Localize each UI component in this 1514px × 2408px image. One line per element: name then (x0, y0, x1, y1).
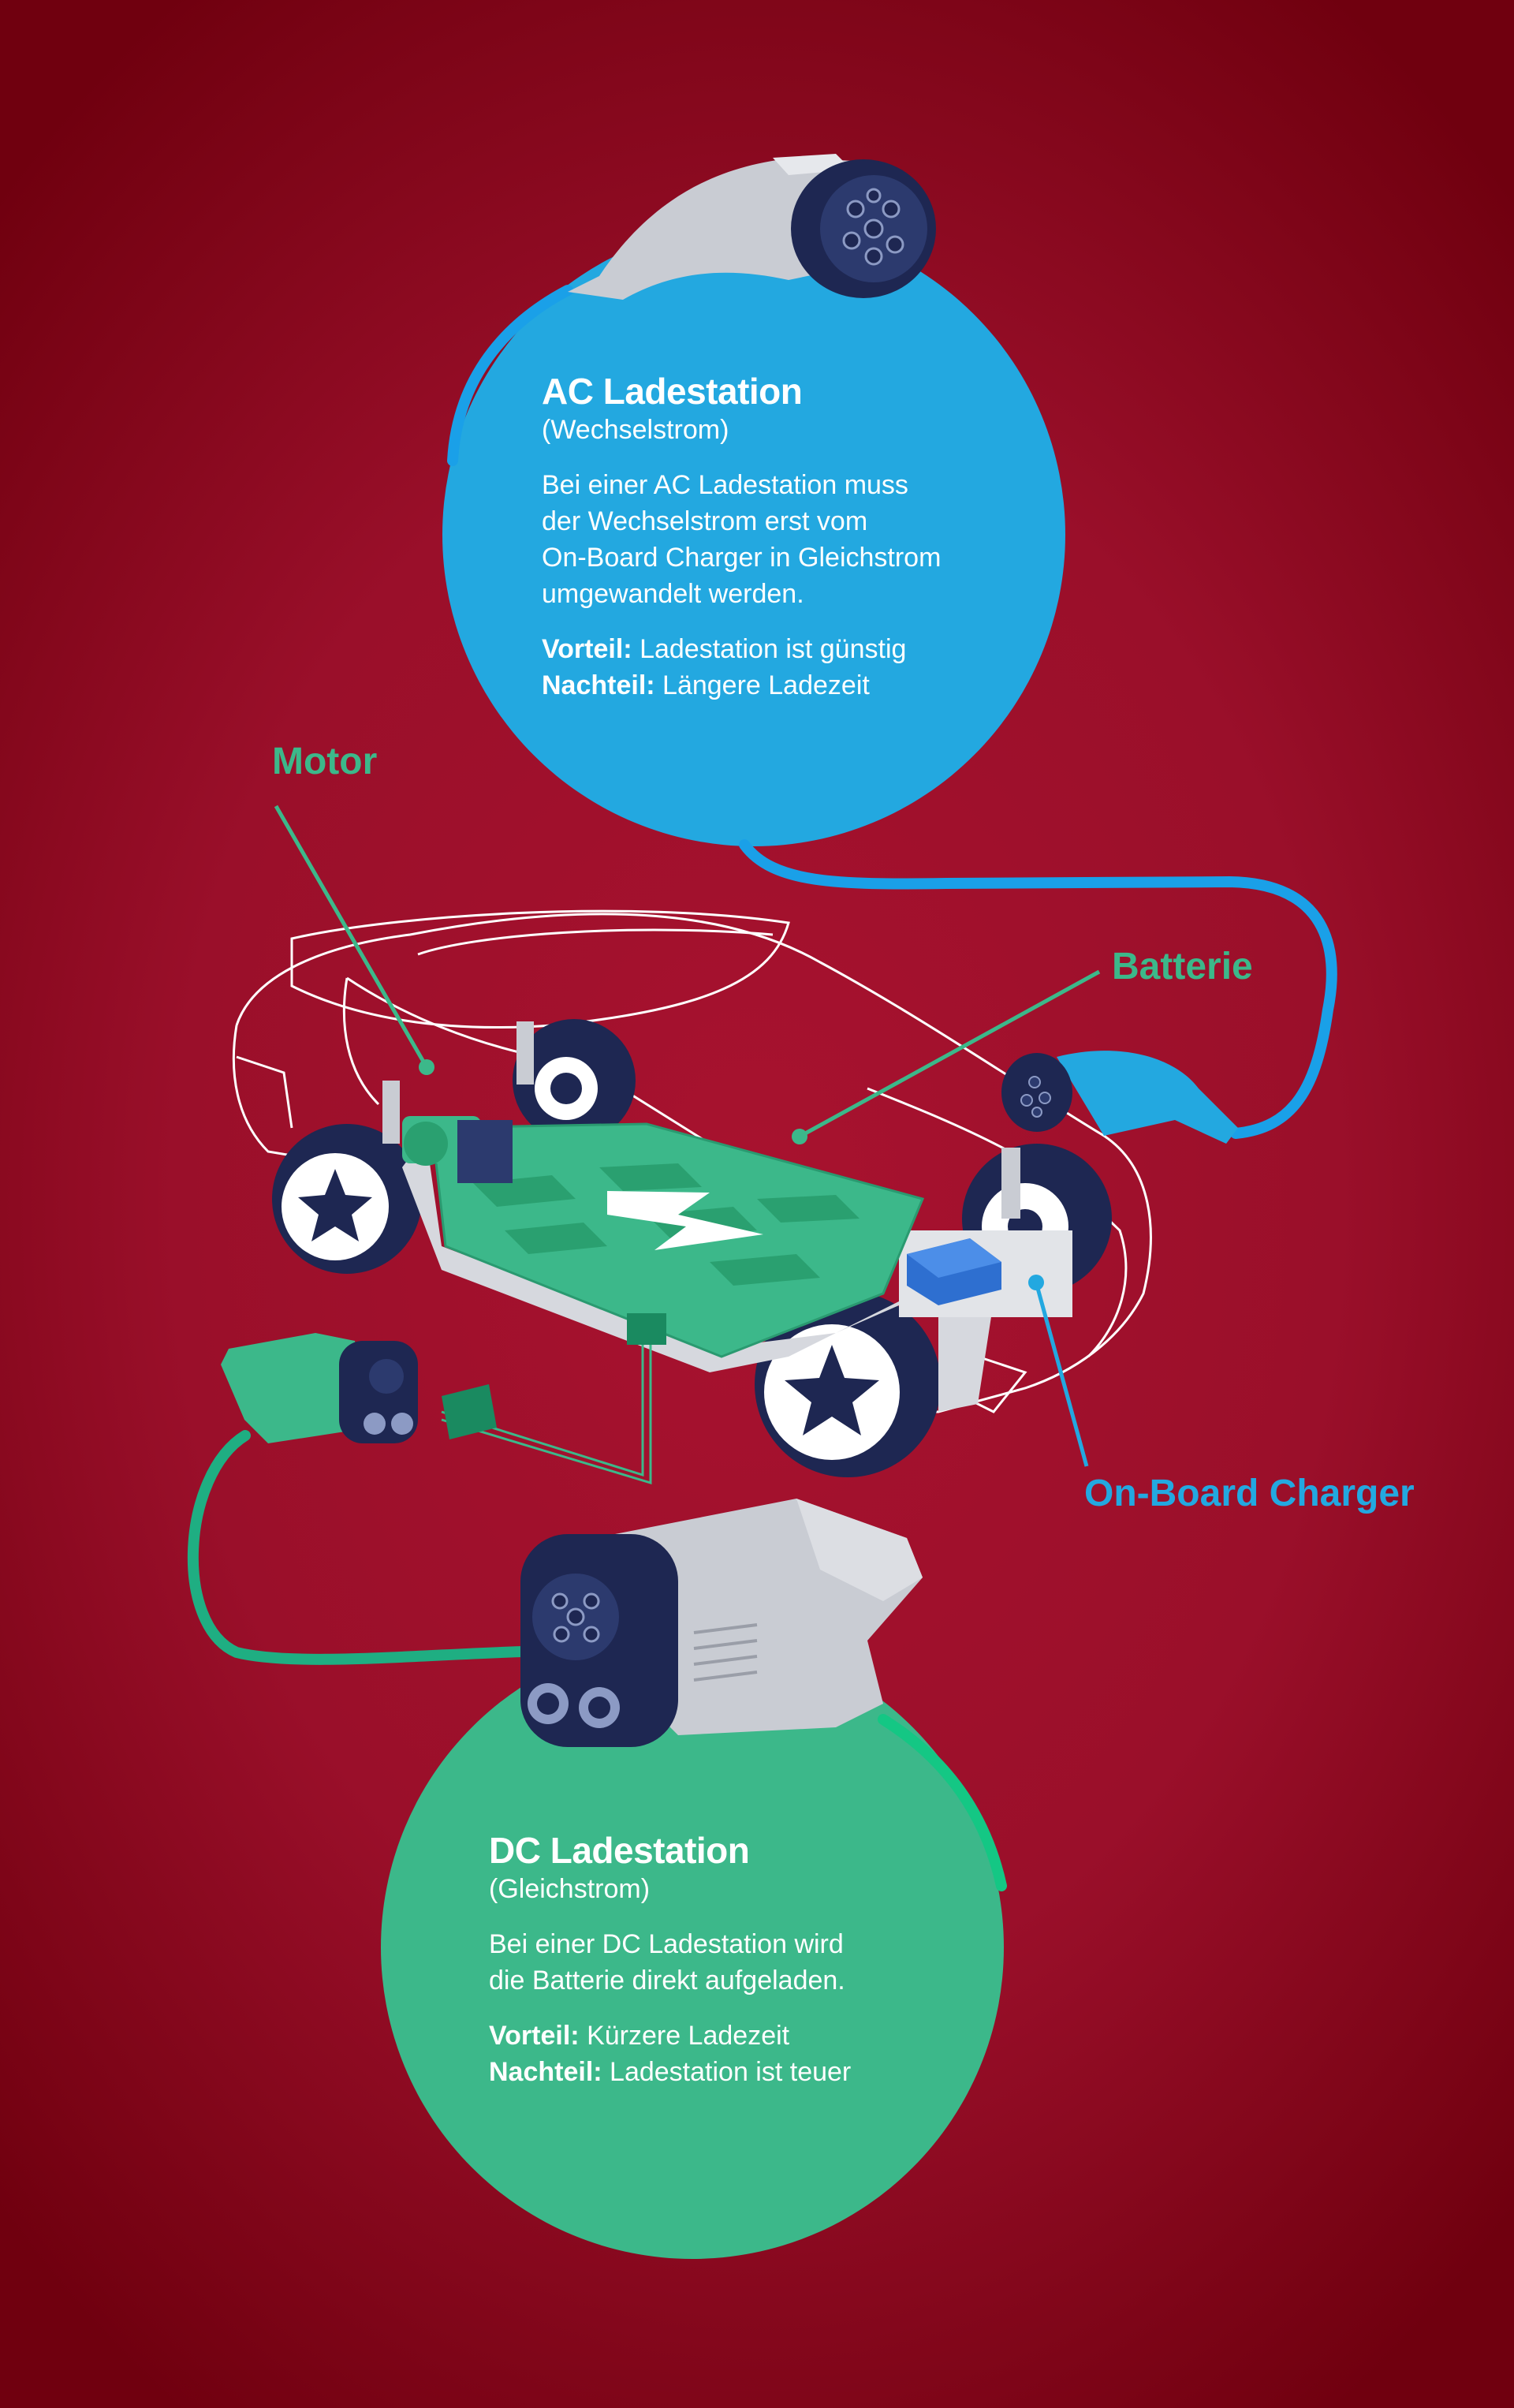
ac-title: AC Ladestation (542, 371, 803, 412)
ac-con-label: Nachteil: (542, 670, 655, 700)
car-wheels (272, 1019, 1112, 1477)
ac-cable (739, 839, 1337, 1139)
dc-line: die Batterie direkt aufgeladen. (489, 1966, 845, 1995)
ac-pro: Ladestation ist günstig (640, 634, 907, 664)
ac-line: der Wechselstrom erst vom (542, 506, 868, 536)
ac-line: Bei einer AC Ladestation muss (542, 470, 908, 500)
motor-pointer (274, 805, 429, 1069)
ac-line: On-Board Charger in Gleichstrom (542, 543, 942, 573)
onboard-charger-label: On-Board Charger (1084, 1473, 1415, 1514)
dc-con: Ladestation ist teuer (610, 2057, 852, 2087)
motor (402, 1116, 513, 1183)
charger-pointer (1034, 1282, 1089, 1467)
battery-pack (431, 1122, 925, 1485)
ac-plug-side (1001, 1051, 1238, 1144)
motor-label: Motor (272, 741, 378, 782)
dc-info: DC Ladestation (Gleichstrom) Bei einer D… (489, 1830, 851, 2090)
dc-pro-label: Vorteil: (489, 2021, 580, 2051)
dc-cable-right (878, 1714, 1007, 1891)
ac-line: umgewandelt werden. (542, 579, 804, 609)
onboard-charger (907, 1238, 1001, 1305)
dc-circle (381, 1636, 1004, 2259)
dc-description: Bei einer DC Ladestation wird die Batter… (489, 1926, 851, 1999)
dc-subtitle: (Gleichstrom) (489, 1874, 651, 1904)
dc-plug-large (520, 1499, 923, 1747)
ac-con: Längere Ladezeit (662, 670, 870, 700)
dc-line: Bei einer DC Ladestation wird (489, 1929, 844, 1959)
ac-cable-top (447, 285, 573, 466)
battery-label: Batterie (1112, 946, 1253, 987)
dc-cable (187, 1430, 557, 1665)
dc-title: DC Ladestation (489, 1830, 750, 1871)
dc-pro: Kürzere Ladezeit (587, 2021, 790, 2051)
battery-pointer (798, 969, 1101, 1139)
dc-pros-cons: Vorteil: Kürzere Ladezeit Nachteil: Lade… (489, 2018, 851, 2090)
ac-pros-cons: Vorteil: Ladestation ist günstig Nachtei… (542, 631, 941, 704)
lightning-icon (607, 1191, 763, 1250)
ac-description: Bei einer AC Ladestation muss der Wechse… (542, 467, 941, 612)
ac-pro-label: Vorteil: (542, 634, 632, 664)
ac-subtitle: (Wechselstrom) (542, 415, 729, 445)
ac-info: AC Ladestation (Wechselstrom) Bei einer … (542, 371, 941, 704)
ac-circle (442, 223, 1065, 846)
dc-plug-small (221, 1333, 497, 1443)
ac-plug-top (568, 154, 936, 300)
dc-con-label: Nachteil: (489, 2057, 602, 2087)
label-pointers (274, 805, 1101, 1467)
